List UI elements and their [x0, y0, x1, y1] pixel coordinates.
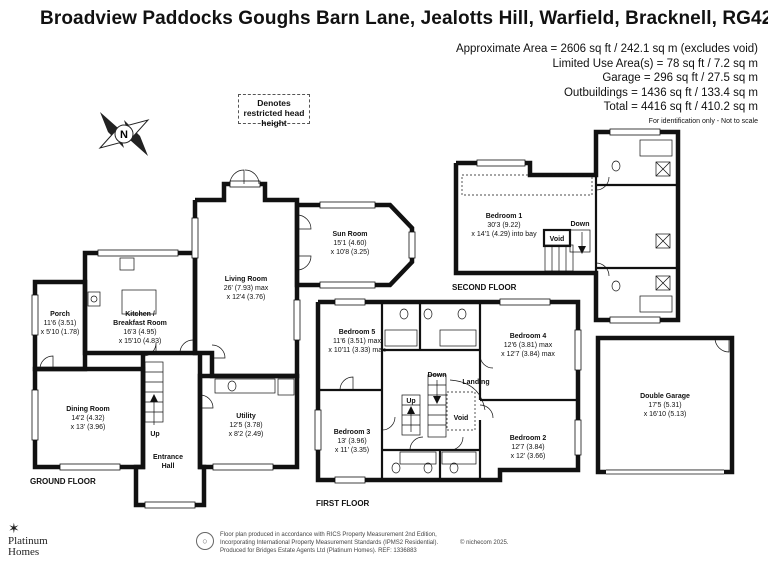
second-floor-walls — [453, 129, 681, 323]
garage-dim2: x 16'10 (5.13) — [644, 411, 687, 418]
garage-dim1: 17'5 (5.31) — [648, 402, 681, 409]
sun-room-dim2: x 10'8 (3.25) — [331, 249, 370, 256]
footer-line3: Produced for Bridges Estate Agents Ltd (… — [220, 548, 417, 554]
first-void-label: Void — [454, 415, 469, 422]
bedroom-1-name: Bedroom 1 — [486, 213, 523, 220]
kitchen-island — [121, 289, 157, 315]
hall-name2: Hall — [162, 463, 175, 470]
footer-copyright: © nichecom 2025. — [460, 540, 509, 546]
ground-stairs-up-label: Up — [150, 431, 159, 438]
area-limited-use: Limited Use Area(s) = 78 sq ft / 7.2 sq … — [552, 57, 759, 70]
bedroom-3-dim1: 13' (3.96) — [337, 438, 366, 445]
living-dim1: 26' (7.93) max — [224, 285, 269, 292]
bedroom-2-dim1: 12'7 (3.84) — [511, 444, 544, 451]
dining-name: Dining Room — [66, 406, 110, 413]
first-floor-walls — [315, 299, 581, 483]
area-summary: Approximate Area = 2606 sq ft / 242.1 sq… — [456, 42, 758, 127]
second-floor-label: SECOND FLOOR — [452, 283, 517, 292]
living-walls — [192, 181, 300, 379]
compass-icon: N — [98, 112, 150, 156]
bedroom-5-dim1: 11'6 (3.51) max — [333, 338, 381, 345]
identification-note: For identification only - Not to scale — [648, 117, 758, 125]
second-stairs-down-label: Down — [570, 221, 589, 228]
bedroom-2-name: Bedroom 2 — [510, 435, 547, 442]
bedroom-3-dim2: x 11' (3.35) — [335, 447, 369, 454]
dining-dim2: x 13' (3.96) — [71, 424, 106, 431]
porch-dim1: 11'6 (3.51) — [44, 320, 77, 327]
logo-line1: Platinum — [8, 535, 48, 547]
area-outbuildings: Outbuildings = 1436 sq ft / 133.4 sq m — [563, 86, 758, 99]
area-garage: Garage = 296 sq ft / 27.5 sq m — [602, 72, 758, 84]
sun-room-dim1: 15'1 (4.60) — [333, 240, 366, 247]
garage-name: Double Garage — [640, 393, 690, 400]
first-floor-stairs — [401, 374, 486, 438]
bedroom-4-dim2: x 12'7 (3.84) max — [501, 351, 555, 358]
sun-room-walls — [294, 202, 415, 288]
rics-roundel-icon: ○ — [196, 532, 214, 550]
kitchen-dim2: x 15'10 (4.83) — [119, 338, 162, 345]
bedroom-4-name: Bedroom 4 — [510, 333, 547, 340]
kitchen-dim1: 16'3 (4.95) — [123, 329, 156, 336]
area-approximate: Approximate Area = 2606 sq ft / 242.1 sq… — [455, 43, 758, 55]
compass-letter: N — [120, 129, 128, 141]
ground-floor-stairs — [144, 361, 164, 425]
landing-name: Landing — [462, 379, 489, 386]
bedroom-5-name: Bedroom 5 — [339, 329, 376, 336]
first-floor-plan — [314, 298, 582, 484]
ground-floor-plan — [31, 169, 416, 509]
utility-name: Utility — [236, 413, 256, 420]
bedroom-1-dim1: 30'3 (9.22) — [487, 222, 520, 229]
bedroom-3-name: Bedroom 3 — [334, 429, 371, 436]
footer-line2: Incorporating International Property Mea… — [220, 540, 439, 546]
kitchen-name: Kitchen / — [125, 311, 155, 318]
bedroom-4-dim1: 12'6 (3.81) max — [504, 342, 553, 349]
first-floor-label: FIRST FLOOR — [316, 499, 370, 508]
ground-floor-label: GROUND FLOOR — [30, 477, 96, 486]
second-void-label: Void — [550, 236, 565, 243]
room-labels: Porch 11'6 (3.51) x 5'10 (1.78) Kitchen … — [41, 213, 690, 470]
first-stairs-up-label: Up — [406, 398, 415, 405]
page-title: Broadview Paddocks Goughs Barn Lane, Jea… — [40, 8, 768, 29]
second-floor-plan — [453, 128, 681, 324]
logo-mark-icon: ✶ — [8, 522, 20, 537]
hall-walls — [133, 353, 207, 508]
dining-dim1: 14'2 (4.32) — [71, 415, 104, 422]
bedroom-2-dim2: x 12' (3.66) — [511, 453, 546, 460]
kitchen-name2: Breakfast Room — [113, 320, 167, 327]
porch-dim2: x 5'10 (1.78) — [41, 329, 80, 336]
living-name: Living Room — [225, 276, 267, 283]
sun-room-name: Sun Room — [333, 231, 368, 238]
platinum-homes-logo: ✶ Platinum Homes — [8, 522, 58, 558]
utility-dim1: 12'5 (3.78) — [229, 422, 262, 429]
bedroom-5-dim2: x 10'11 (3.33) max — [328, 347, 386, 354]
logo-line2: Homes — [8, 546, 40, 558]
area-total: Total = 4416 sq ft / 410.2 sq m — [603, 101, 758, 113]
bedroom-1-dim2: x 14'1 (4.29) into bay — [471, 231, 537, 238]
porch-name: Porch — [50, 311, 70, 318]
garage-plan — [595, 335, 735, 476]
footer-line1: Floor plan produced in accordance with R… — [220, 532, 437, 538]
utility-dim2: x 8'2 (2.49) — [229, 431, 264, 438]
hall-name: Entrance — [153, 454, 183, 461]
first-stairs-down-label: Down — [427, 372, 446, 379]
living-dim2: x 12'4 (3.76) — [227, 294, 266, 301]
restricted-head-height-legend: Denotes restricted head height — [238, 94, 310, 128]
